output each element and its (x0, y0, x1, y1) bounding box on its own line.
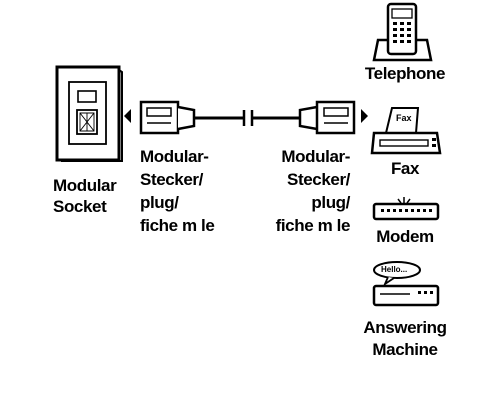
right-arrow-icon (361, 109, 368, 123)
socket-label-line1: Modular (53, 176, 117, 195)
modular-socket-icon (55, 65, 123, 162)
left-plug-label-line2: Stecker/ (140, 170, 203, 189)
right-plug-label-line2: Stecker/ (287, 170, 350, 189)
modem-icon (372, 197, 440, 221)
right-plug-label-line3: plug/ (311, 193, 350, 212)
right-plug-label-line1: Modular- (281, 147, 350, 166)
left-plug-icon (139, 100, 246, 135)
modem-label: Modem (376, 227, 434, 246)
telephone-label: Telephone (364, 64, 446, 83)
left-plug-label-line4: fiche m le (140, 216, 215, 235)
right-plug-icon (250, 100, 356, 135)
left-plug-label-line3: plug/ (140, 193, 179, 212)
answering-label-line2: Machine (372, 340, 438, 359)
answering-machine-icon (372, 261, 440, 307)
fax-screen-label: Fax (396, 113, 412, 123)
answering-label-line1: Answering (363, 318, 447, 337)
left-plug-label-line1: Modular- (140, 147, 209, 166)
socket-label-line2: Socket (53, 197, 107, 216)
telephone-icon (372, 2, 433, 62)
fax-icon (370, 107, 442, 155)
right-plug-label-line4: fiche m le (275, 216, 351, 235)
left-arrow-icon (124, 109, 131, 123)
fax-label: Fax (390, 159, 420, 178)
speech-bubble-text: Hello... (381, 265, 408, 274)
